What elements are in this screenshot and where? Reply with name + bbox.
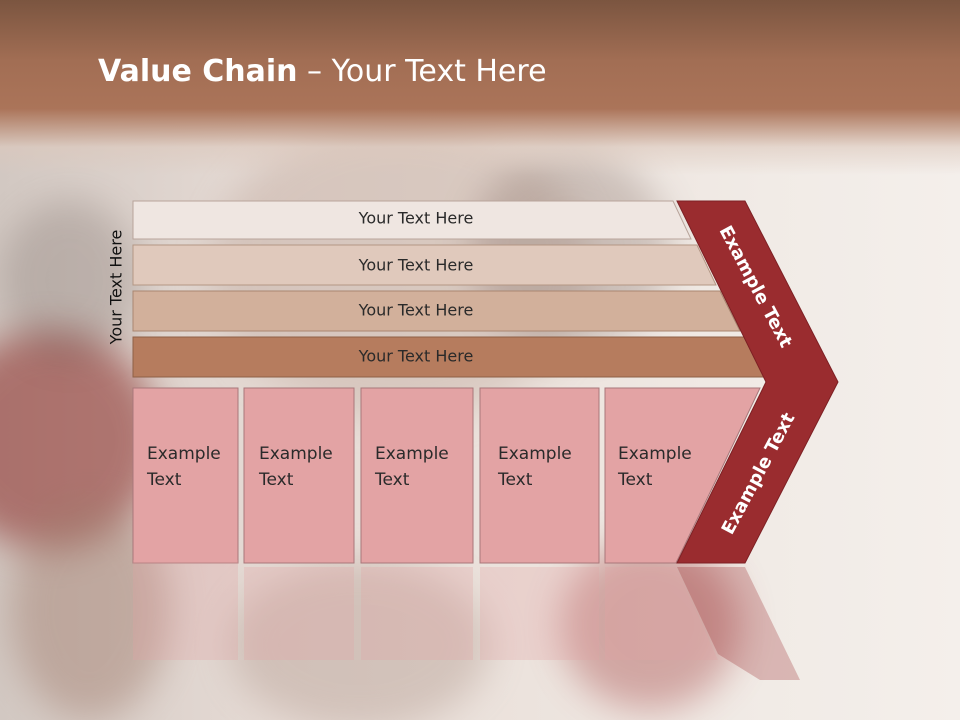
primary-box[interactable]: Example Text	[604, 387, 761, 564]
primary-box-label-line1: Example	[259, 444, 333, 464]
primary-box-shape	[132, 387, 239, 564]
background-hair-blur	[0, 200, 140, 360]
slide-title-rest: – Your Text Here	[297, 54, 547, 89]
primary-box-label-line1: Example	[498, 444, 572, 464]
support-bar[interactable]: Your Text Here	[132, 244, 717, 286]
background-hand-blur	[230, 560, 490, 720]
reflection-box	[480, 567, 599, 660]
primary-box-shape	[360, 387, 474, 564]
primary-box[interactable]: Example Text	[360, 387, 474, 564]
primary-box[interactable]: Example Text	[479, 387, 600, 564]
reflection-box	[133, 567, 238, 660]
primary-box-shape	[243, 387, 355, 564]
primary-box[interactable]: Example Text	[132, 387, 239, 564]
support-bar[interactable]: Your Text Here	[132, 200, 692, 240]
reflection-box	[361, 567, 473, 660]
support-bar-label: Your Text Here	[358, 347, 474, 366]
support-bar-shape	[132, 290, 741, 332]
primary-box-label-line2: Text	[258, 470, 294, 490]
primary-box-label-line2: Text	[146, 470, 182, 490]
primary-box-label-line2: Text	[617, 470, 653, 490]
support-bar[interactable]: Your Text Here	[132, 336, 765, 378]
reflection-box	[605, 567, 718, 660]
support-bar-shape	[132, 244, 717, 286]
primary-box-shape	[604, 387, 761, 564]
primary-box-label-line2: Text	[497, 470, 533, 490]
reflection-box	[244, 567, 354, 660]
support-bar-shape	[132, 200, 692, 240]
diagram-reflection	[133, 560, 800, 680]
title-band	[0, 0, 960, 175]
reflection-chevron	[677, 567, 800, 680]
support-bar[interactable]: Your Text Here	[132, 290, 741, 332]
support-bar-label: Your Text Here	[358, 256, 474, 275]
primary-box-label-line1: Example	[375, 444, 449, 464]
support-bar-label: Your Text Here	[358, 301, 474, 320]
primary-box[interactable]: Example Text	[243, 387, 355, 564]
margin-chevron-shape	[676, 200, 839, 564]
primary-box-label-line1: Example	[618, 444, 692, 464]
primary-box-label-line1: Example	[147, 444, 221, 464]
slide-title-bold: Value Chain	[98, 54, 298, 89]
slide-title: Value Chain – Your Text Here	[98, 54, 547, 89]
reflection-box	[133, 560, 238, 570]
support-bar-label: Your Text Here	[358, 209, 474, 228]
primary-box-label-line2: Text	[374, 470, 410, 490]
primary-box-shape	[479, 387, 600, 564]
background-apple-blur	[560, 540, 740, 710]
